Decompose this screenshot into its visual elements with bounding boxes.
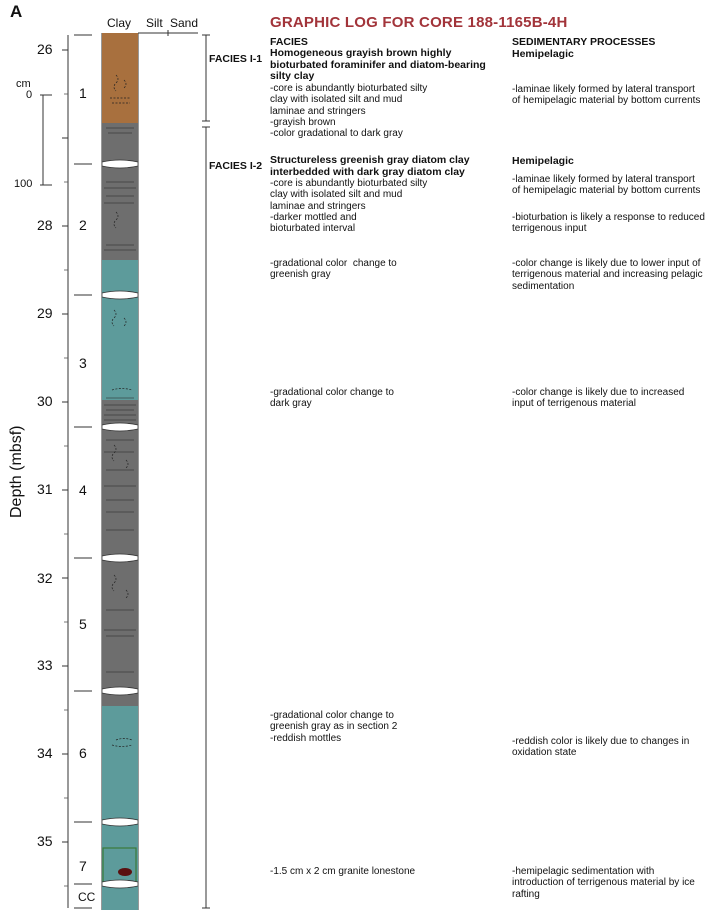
facies-description: -gradational color change to greenish gr… [270, 258, 397, 281]
section-number: 7 [79, 858, 87, 874]
scale-unit: cm [16, 78, 31, 90]
facies-process: Hemipelagic [512, 48, 574, 60]
bioturbation-symbols [110, 74, 133, 747]
section-boundaries [74, 34, 92, 909]
facies-name: Structureless greenish gray diatom clay … [270, 154, 470, 178]
scale-bottom: 100 [14, 178, 33, 190]
depth-tick: 32 [37, 570, 53, 586]
lithology-greenish-gray [102, 706, 138, 910]
facies-description: -core is abundantly bioturbated silty cl… [270, 178, 428, 212]
facies-process: Hemipelagic [512, 155, 574, 167]
section-number: CC [78, 890, 96, 904]
process-description: -bioturbation is likely a response to re… [512, 212, 705, 235]
facies-brackets [202, 34, 210, 909]
section-number: 5 [79, 616, 87, 632]
lithology-greenish-gray [102, 260, 138, 400]
processes-header: SEDIMENTARY PROCESSES [512, 36, 656, 48]
process-description: -hemipelagic sedimentation with introduc… [512, 866, 695, 900]
facies-description: -gradational color change to greenish gr… [270, 710, 398, 744]
grain-size-silt: Silt [146, 16, 163, 30]
depth-tick: 29 [37, 305, 53, 321]
depth-tick: 33 [37, 657, 53, 673]
depth-tick: 34 [37, 745, 53, 761]
panel-label: A [10, 2, 23, 21]
laminae [104, 127, 136, 673]
log-title: GRAPHIC LOG FOR CORE 188-1165B-4H [270, 14, 568, 31]
grain-size-clay: Clay [107, 16, 132, 30]
facies-description: -gradational color change to dark gray [270, 387, 394, 410]
facies-label: FACIES I-2 [209, 160, 263, 172]
depth-tick: 31 [37, 481, 53, 497]
section-voids [101, 159, 139, 889]
facies-description: -1.5 cm x 2 cm granite lonestone [270, 866, 416, 877]
facies-name: Homogeneous grayish brown highly bioturb… [270, 47, 486, 82]
facies-description: -core is abundantly bioturbated silty cl… [270, 83, 428, 140]
lithology-dark-gray [102, 123, 138, 260]
facies-description: -darker mottled and bioturbated interval [270, 212, 357, 235]
lithology-brown [102, 33, 138, 123]
granite-lonestone [118, 868, 132, 876]
process-description: -color change is likely due to lower inp… [512, 258, 703, 292]
section-number: 1 [79, 85, 87, 101]
process-description: -color change is likely due to increased… [512, 387, 685, 410]
process-description: -laminae likely formed by lateral transp… [512, 84, 701, 107]
section-number: 6 [79, 745, 87, 761]
process-description: -reddish color is likely due to changes … [512, 736, 690, 759]
section-number: 2 [79, 217, 87, 233]
depth-tick: 30 [37, 393, 53, 409]
depth-axis [62, 35, 69, 908]
depth-tick: 26 [37, 41, 53, 57]
process-description: -laminae likely formed by lateral transp… [512, 174, 701, 197]
scale-top: 0 [26, 89, 33, 101]
minor-ticks [64, 93, 68, 887]
lithology-dark-gray [102, 400, 138, 706]
scale-bar [40, 94, 52, 186]
facies-label: FACIES I-1 [209, 53, 263, 65]
section-number: 3 [79, 355, 87, 371]
depth-tick: 28 [37, 217, 53, 233]
depth-tick: 35 [37, 833, 53, 849]
facies-header: FACIES [270, 36, 308, 48]
section-number: 4 [79, 482, 87, 498]
grain-size-sand: Sand [170, 16, 199, 30]
